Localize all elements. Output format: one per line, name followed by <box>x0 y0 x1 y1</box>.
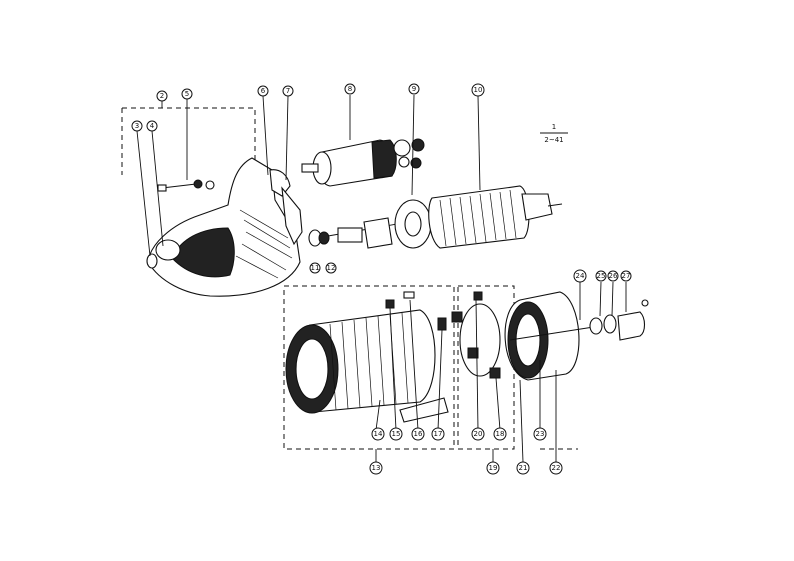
svg-text:25: 25 <box>597 272 606 280</box>
svg-text:24: 24 <box>576 272 585 280</box>
callout-11: 11 <box>309 262 321 274</box>
svg-text:20: 20 <box>474 430 483 438</box>
callout-24: 24 <box>573 269 587 283</box>
svg-text:5: 5 <box>185 90 189 98</box>
svg-text:8: 8 <box>348 85 352 93</box>
svg-text:7: 7 <box>286 87 290 95</box>
svg-text:2: 2 <box>160 92 164 100</box>
armature-10 <box>327 185 563 249</box>
svg-text:12: 12 <box>327 264 336 272</box>
svg-text:22: 22 <box>552 464 561 472</box>
callout-14: 14 <box>371 427 385 441</box>
callout-5: 5 <box>181 88 193 100</box>
callout-22: 22 <box>549 461 563 475</box>
callout-17: 17 <box>431 427 445 441</box>
svg-text:4: 4 <box>150 122 155 130</box>
callout-27: 27 <box>620 270 632 282</box>
callout-2: 2 <box>156 90 168 102</box>
callout-12: 12 <box>325 262 337 274</box>
callout-19: 19 <box>486 461 500 475</box>
callout-6: 6 <box>257 85 269 97</box>
svg-text:21: 21 <box>519 464 528 472</box>
callout-7: 7 <box>282 85 294 97</box>
group-box-2 <box>121 107 256 175</box>
drive-end-housing <box>146 157 303 297</box>
svg-text:13: 13 <box>372 464 381 472</box>
group-box-13 <box>283 285 455 450</box>
svg-text:26: 26 <box>609 272 618 280</box>
svg-text:6: 6 <box>261 87 266 95</box>
svg-text:10: 10 <box>474 86 483 94</box>
end-frame-22 <box>504 291 649 381</box>
svg-text:27: 27 <box>622 272 631 280</box>
legend-numerator: 1 <box>552 123 556 131</box>
callout-23: 23 <box>533 427 547 441</box>
callout-3: 3 <box>131 120 143 132</box>
brush-holder-19 <box>451 291 501 379</box>
legend-denominator: 2~41 <box>544 136 563 144</box>
svg-text:18: 18 <box>496 430 505 438</box>
svg-text:19: 19 <box>489 464 498 472</box>
svg-text:3: 3 <box>135 122 139 130</box>
callout-8: 8 <box>344 83 356 95</box>
callout-18: 18 <box>493 427 507 441</box>
callout-26: 26 <box>607 270 619 282</box>
callout-25: 25 <box>595 270 607 282</box>
callout-9: 9 <box>408 83 420 95</box>
washer-12 <box>318 231 330 245</box>
svg-text:14: 14 <box>374 430 383 438</box>
leader-lines <box>136 94 627 463</box>
svg-text:16: 16 <box>414 430 423 438</box>
svg-text:17: 17 <box>434 430 443 438</box>
solenoid-8 <box>301 138 425 187</box>
svg-text:9: 9 <box>412 85 416 93</box>
callout-21: 21 <box>516 461 530 475</box>
callout-16: 16 <box>411 427 425 441</box>
callout-20: 20 <box>471 427 485 441</box>
callout-13: 13 <box>369 461 383 475</box>
svg-text:23: 23 <box>536 430 545 438</box>
bolt-5 <box>157 179 215 192</box>
callout-4: 4 <box>146 120 158 132</box>
legend-1: 1 2~41 <box>540 123 568 144</box>
svg-text:11: 11 <box>311 264 320 272</box>
callout-10: 10 <box>471 83 485 97</box>
callout-15: 15 <box>389 427 403 441</box>
svg-text:15: 15 <box>392 430 401 438</box>
yoke-13 <box>285 291 449 423</box>
